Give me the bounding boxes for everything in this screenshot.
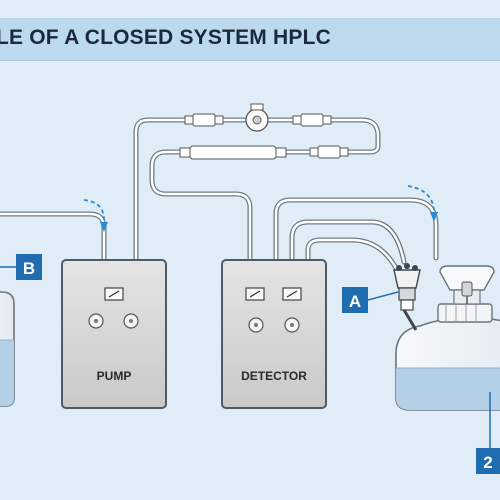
column-icon [179,145,287,160]
waste-bottle-right [395,265,500,411]
tubing [0,117,439,271]
flow-arrow-icon [430,212,438,222]
callout-a: A [342,287,399,313]
mixer-valve-icon [393,263,421,331]
callout-b: B [0,254,42,280]
gauge-icon [104,287,124,301]
reservoir-bottle-left [0,291,15,407]
callout-2: 2 [476,392,500,474]
filter-icon [184,113,224,127]
callout-2-label: 2 [483,453,492,472]
filter-icon [292,113,332,127]
filter-icon [309,145,349,159]
detector-label: DETECTOR [241,369,307,383]
knob-icon [88,313,104,329]
callout-a-label: A [349,292,361,311]
knob-icon [284,317,300,333]
knob-icon [123,313,139,329]
diagram-title: LE OF A CLOSED SYSTEM HPLC [0,26,331,49]
callout-b-label: B [23,259,35,278]
valve-icon [245,103,269,132]
detector-unit: DETECTOR [221,259,327,409]
flow-arrow-icon [83,199,105,221]
title-bar [0,18,500,61]
gauge-icon [245,287,265,301]
flow-arrow-icon [407,185,435,211]
pump-label: PUMP [97,369,132,383]
gauge-icon [282,287,302,301]
knob-icon [248,317,264,333]
pump-unit: PUMP [61,259,167,409]
flow-arrow-icon [100,222,108,232]
